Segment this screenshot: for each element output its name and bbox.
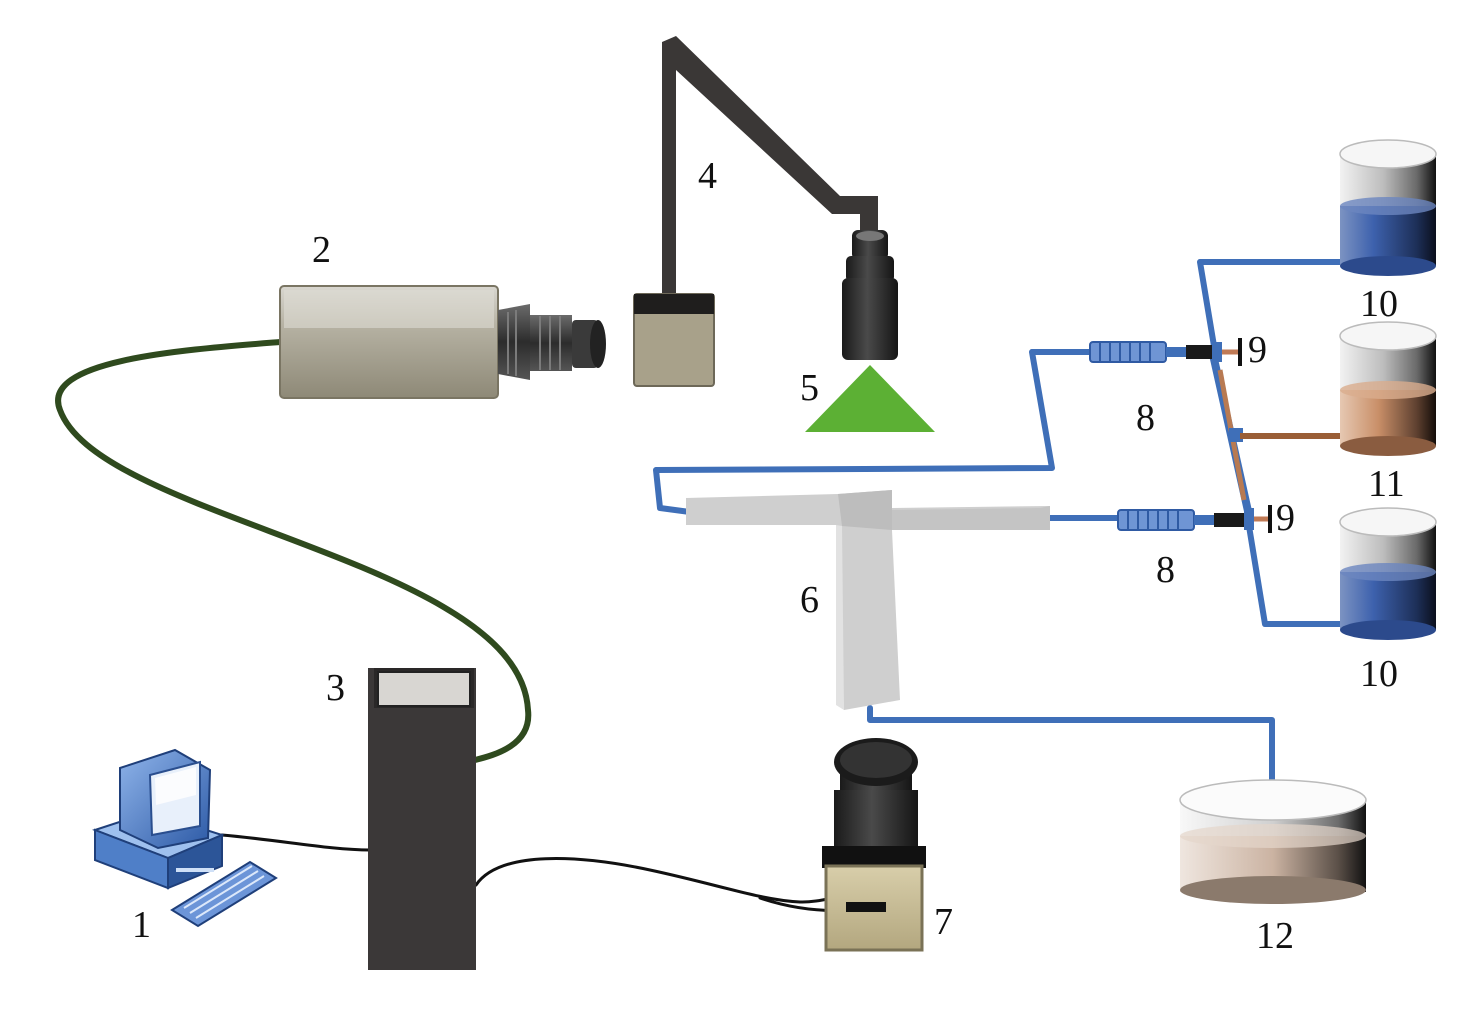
tubing [653, 259, 1343, 798]
tube-to-reservoir-bottom [1245, 517, 1343, 627]
label-computer: 1 [132, 904, 151, 946]
label-waste-tank: 12 [1256, 915, 1294, 957]
computer [92, 748, 278, 928]
label-controller: 3 [326, 667, 345, 709]
syringe-upper [1089, 341, 1216, 363]
syringe-lower [1117, 509, 1248, 531]
label-light-source: 5 [800, 367, 819, 409]
tube-to-reservoir-top [1197, 259, 1343, 355]
label-valve-lower: 9 [1276, 497, 1295, 539]
valve-upper [1212, 338, 1242, 366]
light-source [805, 230, 935, 432]
label-reservoir-middle: 11 [1368, 463, 1405, 505]
tube-to-waste [867, 705, 1275, 798]
reservoir-middle [1339, 321, 1437, 456]
label-reservoir-top: 10 [1360, 283, 1398, 325]
green-camera-cable [55, 339, 532, 763]
waste-tank [1179, 779, 1367, 904]
label-stand: 4 [698, 155, 717, 197]
stand [633, 36, 878, 387]
laser [822, 738, 926, 952]
label-syringe-lower: 8 [1156, 549, 1175, 591]
light-cone [805, 365, 935, 432]
label-syringe-upper: 8 [1136, 397, 1155, 439]
controller [368, 668, 476, 970]
tube-upper-route [653, 349, 1095, 515]
camera [279, 285, 606, 399]
laser-cable [474, 857, 872, 907]
manifold [1208, 349, 1340, 521]
reservoir-bottom [1339, 507, 1437, 640]
valve-lower [1244, 505, 1272, 533]
label-valve-upper: 9 [1248, 329, 1267, 371]
reservoir-top [1339, 139, 1437, 276]
computer-cable [220, 833, 372, 852]
label-camera: 2 [312, 229, 331, 271]
label-reservoir-bottom: 10 [1360, 653, 1398, 695]
keyboard-keys [183, 865, 265, 919]
label-chip: 6 [800, 579, 819, 621]
cables [55, 339, 872, 912]
label-laser: 7 [934, 901, 953, 943]
chip [686, 490, 1050, 710]
